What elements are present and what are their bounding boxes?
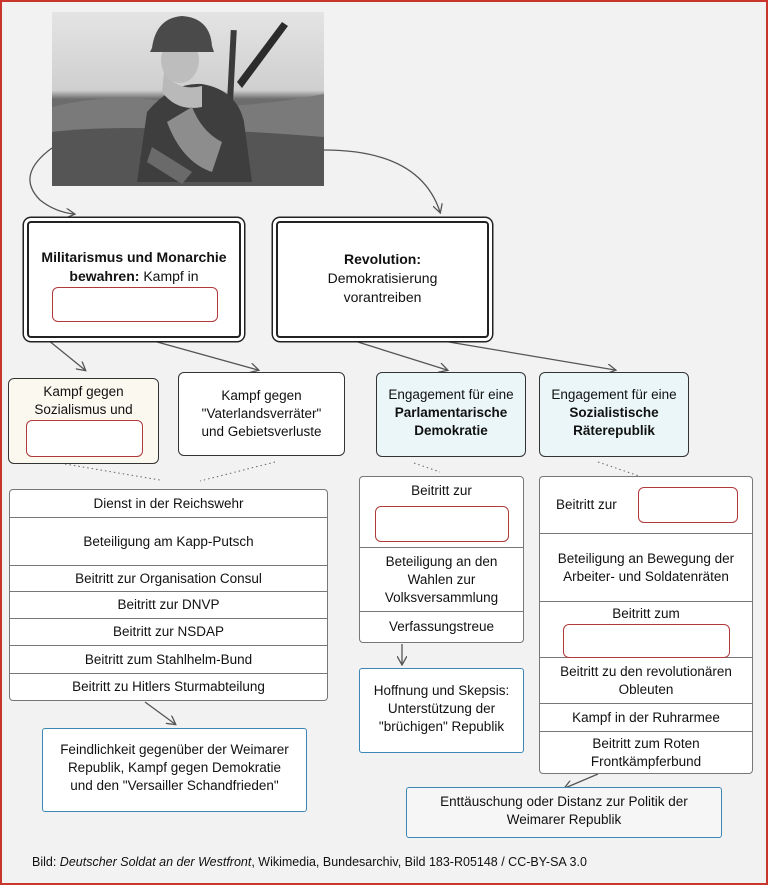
militarism-actions-list: Dienst in der Reichswehr Beteiligung am … bbox=[9, 489, 328, 701]
list-item-line: Obleuten bbox=[618, 681, 674, 697]
list-item: Beitritt zur NSDAP bbox=[10, 618, 327, 645]
arrow-revolution-to-parlament bbox=[344, 337, 447, 370]
caption-title: Deutscher Soldat an der Westfront bbox=[59, 855, 252, 869]
outcome-parlament: Hoffnung und Skepsis: Unterstützung der … bbox=[359, 668, 524, 753]
dotted-link bbox=[597, 461, 646, 479]
outcome-line: und den "Versailler Schandfrieden" bbox=[70, 778, 279, 793]
arrow-militarism-to-sozialismus bbox=[47, 339, 85, 370]
outcome-line: Unterstützung der bbox=[387, 701, 496, 716]
list-item: Beitritt zum Roten Frontkämpferbund bbox=[540, 731, 752, 773]
list-item-line: Arbeiter- und Soldatenräten bbox=[563, 568, 729, 584]
blank-field-parlament[interactable] bbox=[375, 506, 509, 542]
revolution-line1: Demokratisierung bbox=[327, 270, 438, 286]
arrow-photo-to-revolution bbox=[323, 149, 440, 212]
blank-field-militarism[interactable] bbox=[52, 287, 218, 322]
list-item: Verfassungstreue bbox=[360, 611, 523, 642]
image-caption: Bild: Deutscher Soldat an der Westfront,… bbox=[32, 855, 587, 869]
list-item: Dienst in der Reichswehr bbox=[93, 495, 244, 511]
vaterland-line1: Kampf gegen bbox=[221, 388, 302, 403]
raete-bold2: Räterepublik bbox=[573, 423, 655, 438]
caption-prefix: Bild: bbox=[32, 855, 60, 869]
militarism-title: Militarismus und Monarchie bewahren: bbox=[41, 249, 227, 284]
list-item: Beitritt zu Hitlers Sturmabteilung bbox=[10, 673, 327, 700]
vaterland-line2: "Vaterlandsverräter" bbox=[201, 406, 322, 421]
raete-bold1: Sozialistische bbox=[569, 405, 659, 420]
outcome-line: Hoffnung und Skepsis: bbox=[373, 683, 510, 698]
list-item: Beitritt zum bbox=[540, 601, 752, 657]
arrow-photo-to-militarism bbox=[29, 147, 74, 214]
list-item-line: Volksversammlung bbox=[384, 589, 499, 605]
parlament-bold1: Parlamentarische bbox=[394, 405, 508, 420]
list-item-line: Wahlen zur bbox=[407, 571, 476, 587]
dotted-link bbox=[64, 463, 161, 481]
sozialismus-line2: Sozialismus und bbox=[34, 402, 133, 417]
arrow-militarism-to-vaterland bbox=[149, 339, 258, 370]
parlament-line1: Engagement für eine bbox=[388, 387, 514, 402]
list-item: Kampf in der Ruhrarmee bbox=[540, 703, 752, 731]
list-item: Beitritt zur bbox=[556, 497, 617, 512]
dotted-link bbox=[199, 461, 276, 482]
list-item: Beitritt zu den revolutionären Obleuten bbox=[540, 657, 752, 703]
list-item: Beitritt zum Stahlhelm-Bund bbox=[10, 645, 327, 673]
list-item: Beitritt zur Organisation Consul bbox=[10, 565, 327, 591]
list-item-line: Frontkämpferbund bbox=[590, 753, 702, 769]
arrow-revolution-to-raete bbox=[424, 337, 615, 370]
blank-field-raete-1[interactable] bbox=[638, 487, 738, 523]
outcome-line: Weimarer Republik bbox=[506, 812, 622, 827]
parlament-bold2: Demokratie bbox=[414, 423, 488, 438]
parlament-actions-list: Beitritt zur Beteiligung an den Wahlen z… bbox=[359, 476, 524, 643]
parlament-box: Engagement für eine Parlamentarische Dem… bbox=[376, 372, 526, 457]
militarism-subtitle: Kampf in bbox=[143, 268, 199, 284]
raete-line1: Engagement für eine bbox=[551, 387, 677, 402]
sozialismus-line1: Kampf gegen bbox=[43, 384, 124, 399]
list-item: Beteiligung an Bewegung der Arbeiter- un… bbox=[540, 533, 752, 601]
vaterland-box: Kampf gegen "Vaterlandsverräter" und Geb… bbox=[178, 372, 345, 456]
outcome-line: Republik, Kampf gegen Demokratie bbox=[67, 760, 282, 775]
soldier-photo bbox=[52, 12, 324, 186]
dotted-link bbox=[413, 462, 441, 473]
list-item: Beteiligung an den Wahlen zur Volksversa… bbox=[360, 547, 523, 611]
blank-field-raete-2[interactable] bbox=[563, 624, 730, 658]
caption-source: , Wikimedia, Bundesarchiv, Bild 183-R051… bbox=[251, 855, 587, 869]
outcome-militarism: Feindlichkeit gegenüber der Weimarer Rep… bbox=[42, 728, 307, 812]
list-item-line: Beitritt zum Roten bbox=[592, 735, 700, 751]
list-item: Beitritt zur bbox=[411, 483, 472, 498]
outcome-line: Enttäuschung oder Distanz zur Politik de… bbox=[440, 794, 688, 809]
revolution-title: Revolution: bbox=[344, 251, 421, 267]
list-item-line: Beteiligung an den bbox=[385, 553, 498, 569]
list-item: Beteiligung am Kapp-Putsch bbox=[10, 517, 327, 565]
list-item: Beitritt zur DNVP bbox=[10, 591, 327, 618]
outcome-raete: Enttäuschung oder Distanz zur Politik de… bbox=[406, 787, 722, 838]
revolution-box: Revolution: Demokratisierung vorantreibe… bbox=[276, 221, 489, 338]
list-item-line: Beitritt zu den revolutionären bbox=[560, 663, 732, 679]
arrow-list1-to-outcome1 bbox=[144, 701, 175, 724]
list-item-line: Beteiligung an Bewegung der bbox=[557, 550, 735, 566]
raete-box: Engagement für eine Sozialistische Räter… bbox=[539, 372, 689, 457]
outcome-line: Feindlichkeit gegenüber der Weimarer bbox=[60, 742, 289, 757]
arrow-list3-to-outcome3 bbox=[565, 773, 599, 788]
blank-field-sozialismus[interactable] bbox=[26, 420, 143, 457]
outcome-line: "brüchigen" Republik bbox=[378, 719, 505, 734]
vaterland-line3: und Gebietsverluste bbox=[201, 424, 322, 439]
revolution-line2: vorantreiben bbox=[343, 289, 422, 305]
